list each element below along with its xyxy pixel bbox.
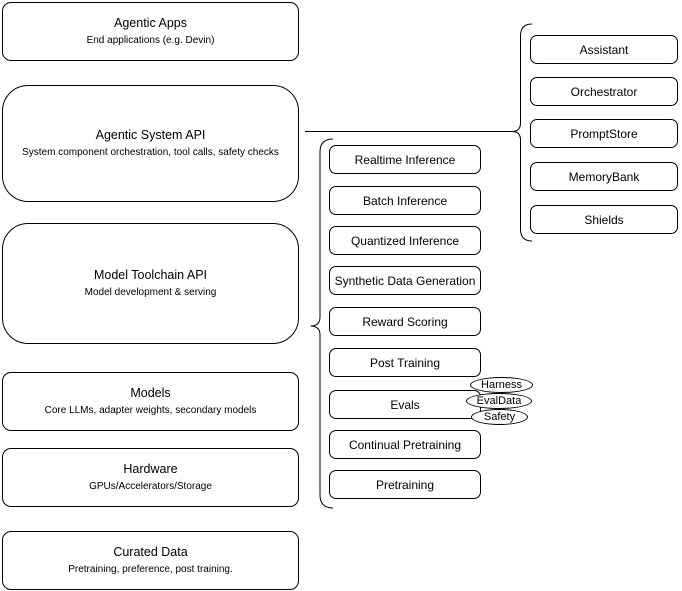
post-training-box: Post Training	[329, 348, 481, 377]
evaldata-tag-label: EvalData	[476, 395, 522, 407]
promptstore-box: PromptStore	[530, 119, 678, 148]
agentic-system-api-title: Agentic System API	[95, 128, 206, 142]
curated-data-box: Curated Data Pretraining, preference, po…	[2, 531, 299, 590]
agentic-system-api-box: Agentic System API System component orch…	[2, 85, 299, 202]
reward-scoring-label: Reward Scoring	[362, 314, 448, 329]
model-toolchain-api-box: Model Toolchain API Model development & …	[2, 223, 299, 344]
realtime-inference-box: Realtime Inference	[329, 145, 481, 174]
curated-data-title: Curated Data	[113, 545, 188, 559]
post-training-label: Post Training	[369, 355, 441, 370]
reward-scoring-box: Reward Scoring	[329, 307, 481, 336]
assistant-label: Assistant	[579, 42, 629, 57]
pretraining-box: Pretraining	[329, 470, 481, 499]
batch-inference-label: Batch Inference	[362, 193, 448, 208]
orchestrator-label: Orchestrator	[570, 84, 638, 99]
synthetic-data-generation-box: Synthetic Data Generation	[329, 266, 481, 295]
continual-pretraining-box: Continual Pretraining	[329, 430, 481, 459]
harness-tag: Harness	[470, 377, 533, 393]
shields-box: Shields	[530, 205, 678, 234]
realtime-inference-label: Realtime Inference	[354, 152, 456, 167]
batch-inference-box: Batch Inference	[329, 186, 481, 215]
system-components-bracket	[511, 23, 533, 242]
promptstore-label: PromptStore	[570, 126, 638, 141]
agentic-apps-subtitle: End applications (e.g. Devin)	[86, 35, 215, 46]
models-box: Models Core LLMs, adapter weights, secon…	[2, 372, 299, 431]
safety-tag-label: Safety	[483, 411, 516, 423]
orchestrator-box: Orchestrator	[530, 77, 678, 106]
safety-tag: Safety	[471, 409, 528, 425]
harness-tag-label: Harness	[481, 379, 522, 391]
memorybank-label: MemoryBank	[568, 169, 640, 184]
hardware-subtitle: GPUs/Accelerators/Storage	[89, 481, 212, 492]
evals-box: Evals	[329, 390, 481, 419]
continual-pretraining-label: Continual Pretraining	[348, 437, 462, 452]
quantized-inference-box: Quantized Inference	[329, 226, 481, 255]
agentic-apps-box: Agentic Apps End applications (e.g. Devi…	[2, 2, 299, 61]
quantized-inference-label: Quantized Inference	[350, 233, 460, 248]
assistant-box: Assistant	[530, 35, 678, 64]
hardware-title: Hardware	[123, 462, 178, 476]
models-subtitle: Core LLMs, adapter weights, secondary mo…	[44, 405, 257, 416]
shields-label: Shields	[584, 212, 624, 227]
curated-data-subtitle: Pretraining, preference, post training.	[68, 564, 233, 575]
hardware-box: Hardware GPUs/Accelerators/Storage	[2, 448, 299, 507]
model-toolchain-api-subtitle: Model development & serving	[84, 287, 217, 298]
agentic-apps-title: Agentic Apps	[114, 16, 187, 30]
evals-label: Evals	[390, 397, 420, 412]
models-title: Models	[130, 386, 171, 400]
agentic-system-api-subtitle: System component orchestration, tool cal…	[22, 147, 279, 158]
evaldata-tag: EvalData	[466, 393, 532, 409]
memorybank-box: MemoryBank	[530, 162, 678, 191]
model-toolchain-api-title: Model Toolchain API	[93, 268, 208, 282]
pretraining-label: Pretraining	[375, 477, 435, 492]
synthetic-data-generation-label: Synthetic Data Generation	[334, 273, 476, 288]
